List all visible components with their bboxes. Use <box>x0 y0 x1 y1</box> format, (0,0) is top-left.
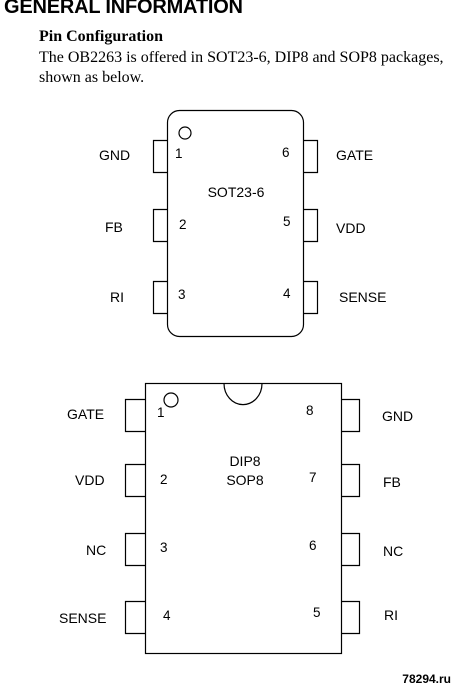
sot-pin-2-label: FB <box>105 219 123 235</box>
dip-pin-7-lead <box>341 463 361 498</box>
dip-pin-3-label: NC <box>86 542 107 558</box>
dip-package-name: DIP8 <box>229 453 261 469</box>
dip-pin1-marker <box>163 392 179 408</box>
sot-pin-5-lead <box>303 208 319 243</box>
dip-pin-3-lead <box>124 532 146 567</box>
dip-pin-1-label: GATE <box>67 406 105 422</box>
dip-pin-8-label: GND <box>382 408 414 424</box>
sot-package-name: SOT23-6 <box>207 184 265 200</box>
site-watermark: 78294.ru <box>402 672 451 686</box>
dip-pin-2-lead <box>124 463 146 498</box>
dip-pin-8-lead <box>341 398 361 433</box>
dip-pin-5-label: RI <box>384 607 398 623</box>
sop-package-name: SOP8 <box>226 472 264 488</box>
dip-notch <box>223 383 263 406</box>
dip-pin-5-number: 5 <box>313 605 321 620</box>
sot-pin-5-label: VDD <box>336 220 366 236</box>
sot-pin-1-number: 1 <box>175 146 183 161</box>
sot-package-body <box>166 109 305 338</box>
description-paragraph: The OB2263 is offered in SOT23-6, DIP8 a… <box>39 49 444 86</box>
dip-package-body <box>144 382 343 655</box>
dip-pin-6-lead <box>341 532 361 567</box>
sot-pin1-marker <box>178 126 192 140</box>
dip-pin-3-number: 3 <box>160 540 168 555</box>
sot-pin-3-label: RI <box>110 289 124 305</box>
section-heading: GENERAL INFORMATION <box>4 0 243 18</box>
dip-pin-1-lead <box>124 398 146 433</box>
dip-pin-4-number: 4 <box>163 608 171 623</box>
sot-pin-2-number: 2 <box>179 217 187 232</box>
dip-pin-7-number: 7 <box>309 470 317 485</box>
dip-pin-4-label: SENSE <box>59 610 107 626</box>
sot-pin-2-lead <box>152 208 168 243</box>
dip-pin-6-number: 6 <box>309 538 317 553</box>
sot-pin-6-number: 6 <box>282 145 290 160</box>
sot-pin-1-label: GND <box>99 147 131 163</box>
sot-pin-1-lead <box>152 139 168 174</box>
sot-pin-3-number: 3 <box>178 287 186 302</box>
sot-pin-5-number: 5 <box>283 214 291 229</box>
dip-pin-6-label: NC <box>383 543 404 559</box>
dip-pin-2-number: 2 <box>160 472 168 487</box>
dip-pin-5-lead <box>341 600 361 635</box>
dip-pin-7-label: FB <box>383 474 401 490</box>
dip-pin-1-number: 1 <box>157 405 165 420</box>
dip-pin-2-label: VDD <box>75 472 105 488</box>
subsection-heading: Pin Configuration <box>39 28 164 45</box>
sot-pin-4-number: 4 <box>283 286 291 301</box>
dip-pin-8-number: 8 <box>306 403 314 418</box>
sot-pin-4-label: SENSE <box>339 289 387 305</box>
sot-pin-4-lead <box>303 280 319 315</box>
sot-pin-3-lead <box>152 280 168 315</box>
sot-pin-6-label: GATE <box>336 147 374 163</box>
dip-pin-4-lead <box>124 600 146 635</box>
sot-pin-6-lead <box>303 139 319 174</box>
